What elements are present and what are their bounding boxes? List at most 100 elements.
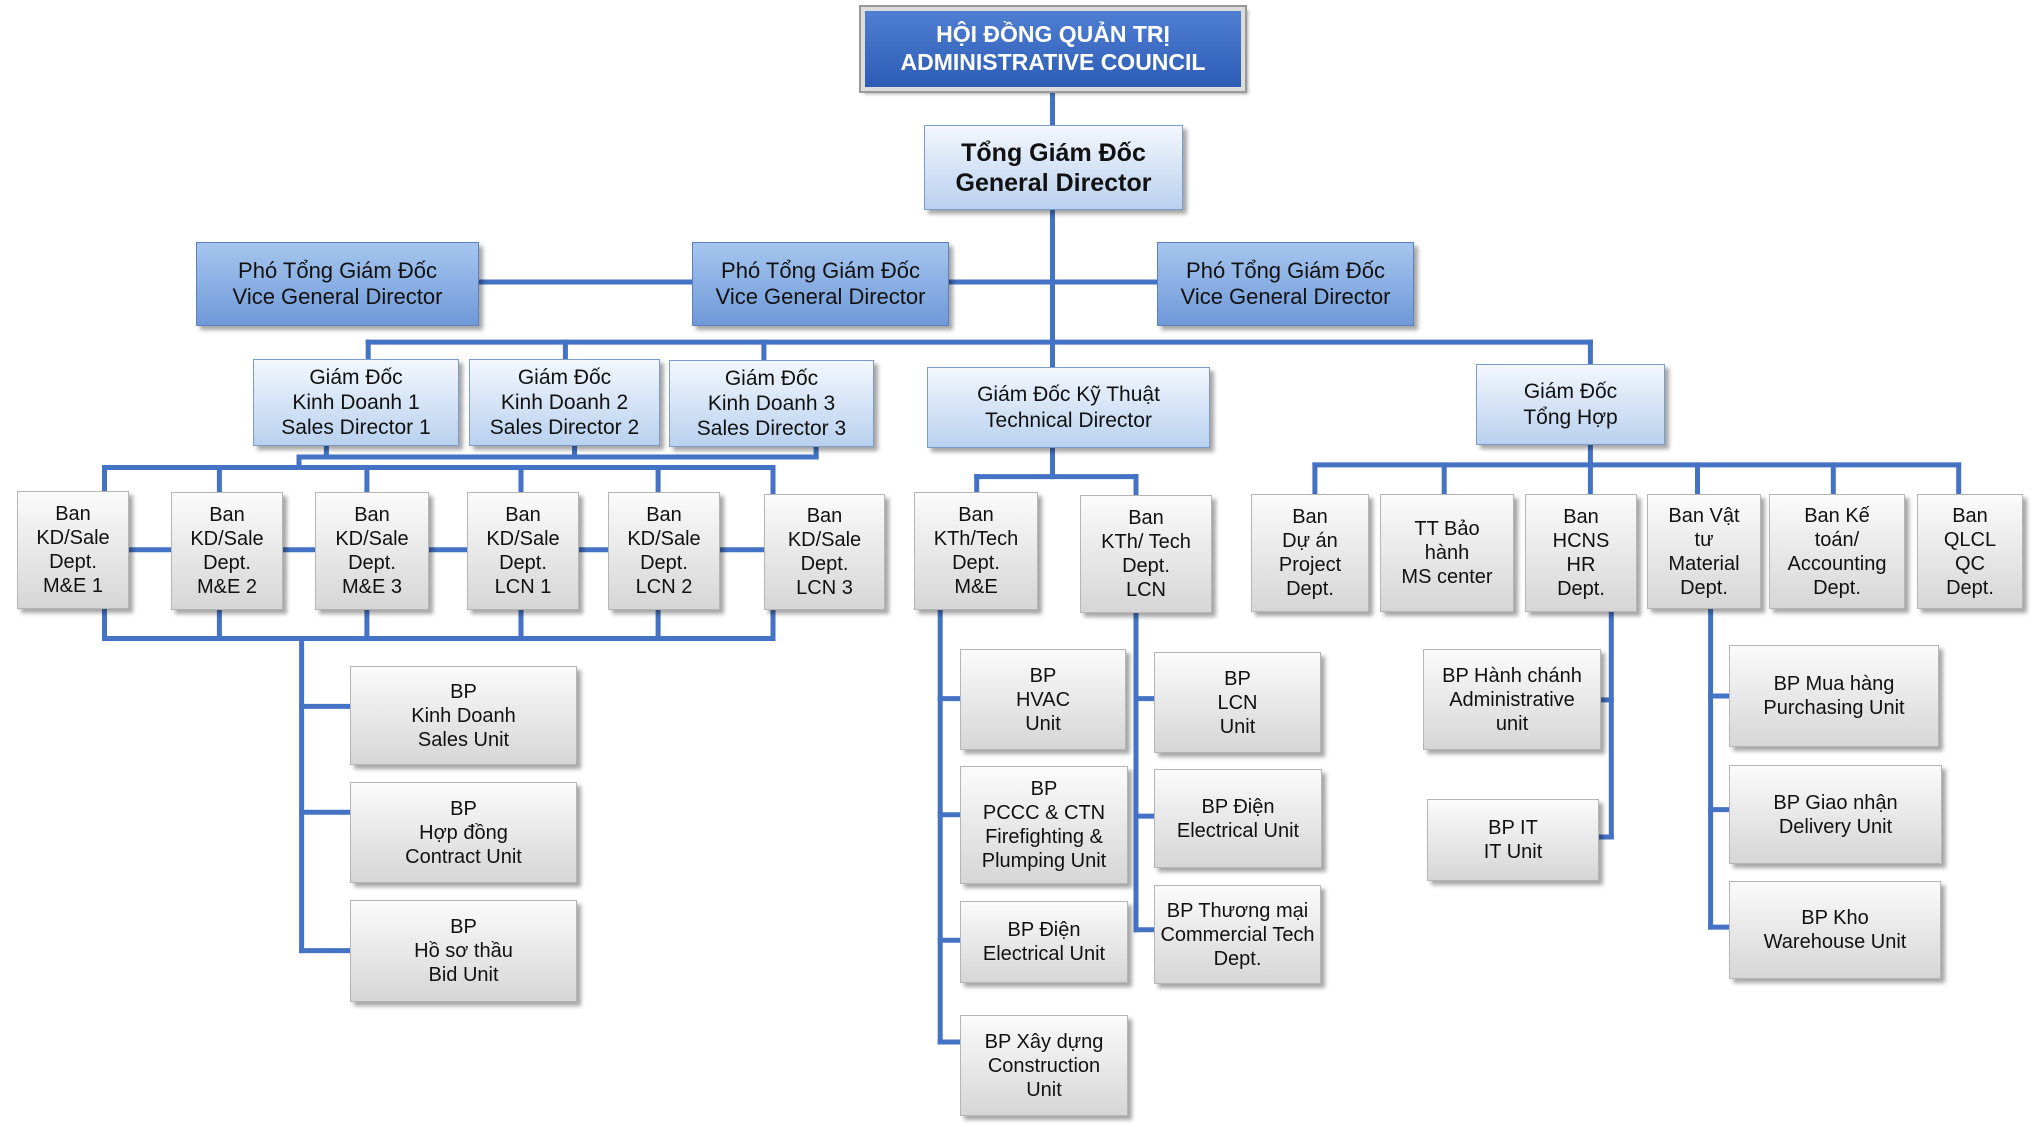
box-techlcn-l3: Dept.: [1122, 555, 1170, 577]
box-project-l3: Project: [1278, 554, 1342, 576]
box-bid-l3: Bid Unit: [428, 964, 499, 986]
box-lcn2-l3: Dept.: [640, 552, 688, 574]
box-material-l2: tư: [1694, 528, 1714, 551]
box-lcn2-l4: LCN 2: [635, 576, 693, 598]
box-me3-l2: KD/Sale: [335, 528, 409, 550]
box-sales-l1: BP: [450, 680, 477, 703]
box-delivery-l2: Delivery Unit: [1778, 815, 1893, 838]
box-me2-l3: Dept.: [203, 552, 251, 574]
box-project-l2: Dự án: [1282, 530, 1338, 552]
box-me3-l4: M&E 3: [341, 576, 403, 598]
box-mscenter-l2: hành: [1424, 542, 1470, 564]
box-accounting-l2: toán/: [1814, 528, 1860, 551]
box-me1-l4: M&E 1: [42, 575, 104, 597]
box-constr-l2: Construction: [987, 1054, 1101, 1077]
box-contract-l1: BP: [450, 797, 477, 820]
box-it-l2: IT Unit: [1483, 841, 1543, 863]
box-ad-l2: Tổng Hợp: [1523, 405, 1618, 429]
box-pccc-l1: BP: [1030, 778, 1058, 800]
box-sd3-l1: Giám Đốc: [724, 366, 819, 390]
box-commtech-l3: Dept.: [1213, 947, 1262, 970]
box-accounting-l4: Dept.: [1813, 576, 1861, 599]
box-hvac-l3: Unit: [1025, 712, 1061, 735]
box-mscenter-l3: MS center: [1401, 566, 1493, 588]
box-lcnunit-l1: BP: [1224, 667, 1251, 690]
box-techme-l3: Dept.: [952, 552, 1000, 574]
box-council-l1: HỘI ĐỒNG QUẢN TRỊ: [936, 21, 1170, 48]
box-commtech-l1: BP Thương mại: [1166, 899, 1309, 922]
box-contract-l2: Hợp đồng: [419, 821, 508, 844]
box-hvac-l2: HVAC: [1015, 688, 1071, 711]
box-purch-l2: Purchasing Unit: [1763, 697, 1905, 719]
box-admin-l1: BP Hành chánh: [1442, 664, 1582, 687]
box-bid-l2: Hồ sơ thầu: [414, 940, 513, 962]
box-material-l4: Dept.: [1680, 576, 1728, 599]
box-techme-l4: M&E: [954, 576, 998, 598]
box-vgd3-l2: Vice General Director: [1180, 284, 1391, 309]
box-qc-l4: Dept.: [1946, 576, 1994, 599]
box-lcn3-l2: KD/Sale: [787, 529, 862, 551]
box-council-l2: ADMINISTRATIVE COUNCIL: [900, 49, 1206, 75]
box-me1-l2: KD/Sale: [36, 527, 110, 549]
box-purch-l1: BP Mua hàng: [1773, 673, 1895, 695]
box-elec2-l2: Electrical Unit: [1176, 819, 1300, 842]
box-sales-l2: Kinh Doanh: [411, 704, 516, 727]
box-elec2-l1: BP Điện: [1201, 795, 1275, 818]
box-lcn3-l4: LCN 3: [796, 577, 853, 599]
box-td-l2: Technical Director: [985, 408, 1152, 432]
box-qc-l1: Ban: [1952, 504, 1988, 527]
box-material-l3: Material: [1668, 552, 1740, 575]
box-pccc-l3: Firefighting &: [985, 826, 1103, 848]
box-sales-l3: Sales Unit: [417, 728, 510, 751]
box-admin-l2: Administrative: [1449, 688, 1575, 711]
box-elec1-l1: BP Điện: [1007, 919, 1081, 941]
box-qc-l2: QLCL: [1943, 528, 1997, 551]
box-accounting-l3: Accounting: [1787, 552, 1887, 575]
box-gd-l2: General Director: [955, 168, 1152, 197]
box-techlcn-l1: Ban: [1128, 507, 1164, 529]
box-vgd1-l1: Phó Tổng Giám Đốc: [238, 257, 437, 283]
box-vgd2-l2: Vice General Director: [715, 284, 926, 309]
box-techlcn-l2: KTh/ Tech: [1101, 531, 1191, 553]
box-mscenter-l1: TT Bảo: [1414, 518, 1480, 540]
box-me2-l4: M&E 2: [196, 576, 258, 598]
box-hr-l3: HR: [1566, 554, 1596, 576]
box-ad-l1: Giám Đốc: [1523, 380, 1618, 404]
box-hr-l1: Ban: [1563, 506, 1599, 528]
box-sd1-l2: Kinh Doanh 1: [292, 390, 420, 414]
box-pccc-l4: Plumping Unit: [981, 850, 1107, 872]
box-sd2-l1: Giám Đốc: [517, 365, 612, 389]
box-me1-l1: Ban: [55, 503, 91, 525]
box-sd1-l1: Giám Đốc: [309, 365, 403, 389]
box-vgd2-l1: Phó Tổng Giám Đốc: [721, 257, 920, 283]
box-sd1-l3: Sales Director 1: [281, 416, 431, 440]
box-commtech-l2: Commercial Tech: [1160, 923, 1315, 946]
box-me3-l3: Dept.: [348, 552, 396, 574]
box-elec1-l2: Electrical Unit: [982, 943, 1106, 965]
box-vgd3-l1: Phó Tổng Giám Đốc: [1186, 257, 1385, 283]
box-qc-l3: QC: [1955, 552, 1985, 575]
